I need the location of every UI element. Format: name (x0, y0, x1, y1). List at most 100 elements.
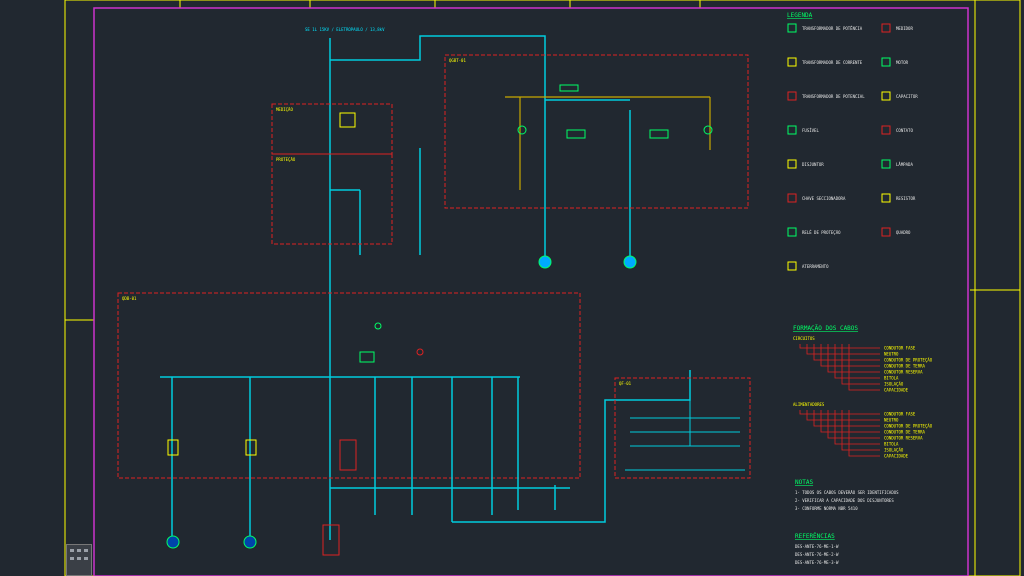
lower-components (167, 322, 424, 556)
grid-icon[interactable] (84, 557, 88, 560)
cable-leader-line (806, 344, 880, 355)
sheet-border (93, 7, 969, 576)
legend-item-label: CAPACITOR (896, 94, 918, 99)
lamp-icon (881, 159, 891, 169)
cable-line-label: CONDUTOR RESERVA (884, 370, 923, 375)
cable-leader-line (841, 344, 880, 385)
motor-icon (538, 255, 637, 269)
cable-line-label: ISOLAÇÃO (884, 382, 904, 387)
panel-title-qgbt2: QDB-01 (122, 296, 137, 301)
transformer-icon (787, 23, 797, 33)
cable-leader-line (806, 410, 880, 421)
cable-line-label: CONDUTOR FASE (884, 346, 916, 351)
cable-line-label: CAPACIDADE (884, 454, 909, 459)
cable-leader-line (799, 344, 880, 349)
cable-line-label: BITOLA (884, 376, 899, 381)
legend-item-label: LÂMPADA (896, 162, 913, 167)
qdf-lines (625, 400, 745, 471)
notes-title: NOTAS (795, 479, 813, 486)
legend-item-label: CONTATO (896, 128, 913, 133)
box-icon (881, 227, 891, 237)
contact-icon (881, 125, 891, 135)
navigation-toolbar[interactable] (66, 544, 92, 576)
panel-title-medicao: MEDIÇÃO (276, 107, 293, 112)
cable-line-label: CONDUTOR FASE (884, 412, 916, 417)
layer-icon[interactable] (77, 557, 81, 560)
references-title: REFERÊNCIAS (795, 532, 835, 540)
resistor-icon (881, 193, 891, 203)
legend-item-label: FUSÍVEL (802, 128, 819, 133)
cable-leader-line (813, 410, 880, 427)
cable-leader-line (827, 344, 880, 373)
cable-formation-title: FORMAÇÃO DOS CABOS (793, 325, 858, 332)
legend-item-label: DISJUNTOR (802, 162, 824, 167)
cable-line-label: CONDUTOR DE TERRA (884, 430, 926, 435)
legend: TRANSFORMADOR DE POTÊNCIA TRANSFORMADOR D… (787, 23, 918, 271)
cable-leader-line (820, 344, 880, 367)
cable-leader-line (820, 410, 880, 433)
cable-line-label: CONDUTOR DE PROTEÇÃO (884, 424, 933, 429)
cable-group-title-circuits: CIRCUITOS (793, 336, 815, 341)
cable-line-label: NEUTRO (884, 418, 899, 423)
reference-line: DES-ANTE-76-ME-2-W (795, 552, 839, 557)
cable-line-label: CONDUTOR DE PROTEÇÃO (884, 358, 933, 363)
qgbt-busbar (505, 96, 711, 190)
cable-leader-line (834, 344, 880, 379)
panel-protecao (271, 153, 393, 245)
panel-qgbt (444, 54, 749, 209)
fuse-icon (787, 125, 797, 135)
cable-leader-line (834, 410, 880, 445)
cable-line-label: NEUTRO (884, 352, 899, 357)
zoom-icon[interactable] (77, 549, 81, 552)
legend-title: LEGENDA (787, 12, 813, 19)
source-label: SE 1L 15KV / ELETROPAULO / 13,8kV (305, 27, 385, 32)
reference-line: DES-ANTE-76-ME-3-W (795, 560, 839, 565)
relay-icon (787, 227, 797, 237)
cable-line-label: CONDUTOR RESERVA (884, 436, 923, 441)
panel-title-qgbt: QGBT-01 (449, 58, 466, 63)
view-icon[interactable] (70, 557, 74, 560)
legend-item-label: TRANSFORMADOR DE POTÊNCIA (802, 26, 863, 31)
main-feeder (329, 35, 631, 540)
legend-item-label: ATERRAMENTO (802, 264, 829, 269)
capacitor-icon (881, 91, 891, 101)
legend-item-label: RESISTOR (896, 196, 916, 201)
cable-leader-line (799, 410, 880, 415)
motor-icon (881, 57, 891, 67)
lower-busbar (160, 370, 691, 545)
legend-item-label: QUADRO (896, 230, 911, 235)
legend-item-label: MEDIDOR (896, 26, 913, 31)
legend-item-label: RELÉ DE PROTEÇÃO (802, 230, 841, 235)
outer-frame (64, 0, 1021, 576)
transformer-icon (787, 57, 797, 67)
switch-icon (787, 193, 797, 203)
panel-title-protecao: PROTEÇÃO (276, 157, 296, 162)
cable-line-label: CAPACIDADE (884, 388, 909, 393)
legend-item-label: CHAVE SECCIONADORA (802, 196, 846, 201)
meter-icon (881, 23, 891, 33)
cable-leader-line (848, 344, 880, 391)
panel-qgbt2 (117, 292, 581, 479)
pan-icon[interactable] (70, 549, 74, 552)
legend-item-label: TRANSFORMADOR DE CORRENTE (802, 60, 863, 65)
cable-leader-line (813, 344, 880, 361)
cable-group-title-feeders: ALIMENTADORES (793, 402, 825, 407)
cable-leader-line (827, 410, 880, 439)
legend-item-label: TRANSFORMADOR DE POTENCIAL (802, 94, 865, 99)
orbit-icon[interactable] (84, 549, 88, 552)
meter-box (339, 112, 356, 128)
panel-title-qdf: QF-01 (619, 381, 632, 386)
note-line: 2- VERIFICAR A CAPACIDADE DOS DISJUNTORE… (795, 498, 894, 503)
cable-line-label: CONDUTOR DE TERRA (884, 364, 926, 369)
panel-qdf (614, 377, 751, 479)
cable-leader-line (848, 410, 880, 457)
note-line: 1- TODOS OS CABOS DEVERÃO SER IDENTIFICA… (795, 490, 899, 495)
note-line: 3- CONFORME NORMA NBR 5410 (795, 506, 858, 511)
bottom-motors (166, 535, 257, 549)
reference-line: DES-ANTE-76-ME-1-W (795, 544, 839, 549)
cable-line-label: ISOLAÇÃO (884, 448, 904, 453)
cable-line-label: BITOLA (884, 442, 899, 447)
transformer-icon (787, 91, 797, 101)
